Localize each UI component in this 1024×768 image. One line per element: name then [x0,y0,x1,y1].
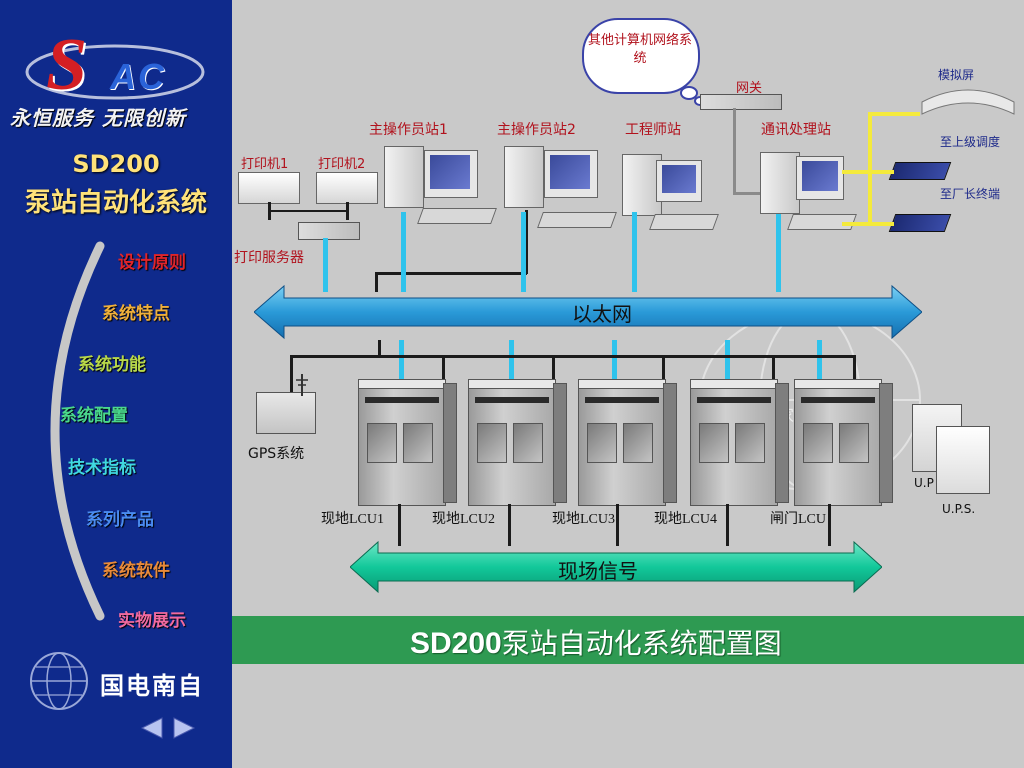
lcu3-field-link [616,504,619,546]
footer-title-band [232,616,1024,664]
comm-right-link [842,170,894,174]
print-server-device [298,222,360,240]
network-cloud [582,18,700,94]
lcu2-field-link [508,504,511,546]
ups-label-2: U.P.S. [942,502,976,516]
gateway-link [733,108,736,194]
antenna-icon [296,374,308,396]
menu-item-system-software[interactable]: 系统软件 [102,561,170,581]
lcu3-label: 现地LCU3 [552,512,615,527]
footer-title-bold: SD200 [410,627,502,660]
slogan: 永恒服务 无限创新 [10,106,186,130]
menu-item-technical-specs[interactable]: 技术指标 [68,458,136,478]
footer-title: SD200泵站自动化系统配置图 [410,622,782,662]
globe-icon [30,652,88,710]
company-name: 国电南自 [100,672,204,700]
lower-bus-line [290,355,293,395]
operator1-ethernet-link [401,212,406,292]
comm-right-link [868,112,920,116]
upper-bus-line [525,210,528,274]
manager-terminal-label: 至厂长终端 [940,187,1001,201]
upper-dispatch-label: 至上级调度 [940,135,1001,149]
gateway-link [733,192,763,195]
gate-lcu-field-link [828,504,831,546]
engineer-ethernet-link [632,212,637,292]
footer-title-rest: 泵站自动化系统配置图 [501,627,782,660]
menu-item-design-principles[interactable]: 设计原则 [118,253,186,273]
lcu3-ethernet-link [612,340,617,388]
lower-bus-line [442,355,445,385]
station-label-operator1: 主操作员站1 [369,122,448,138]
cloud-label: 其他计算机网络系统 [587,33,692,66]
gateway-device [700,94,782,110]
station-label-operator2: 主操作员站2 [497,122,576,138]
print-server-label: 打印服务器 [234,250,304,266]
lower-bus-line [662,355,665,385]
menu-item-system-features[interactable]: 系统特点 [102,304,170,324]
lcu4-label: 现地LCU4 [654,512,717,527]
printer-2 [316,172,378,204]
sim-panel-icon [921,89,1015,115]
logo-letter-s: S [46,24,88,106]
ups-label-1: U.P [914,476,934,490]
modem-upper-dispatch [888,162,952,180]
ethernet-band [254,284,922,340]
sidebar: S AC 永恒服务 无限创新 SD200 泵站自动化系统 设计原则 系统特点 系… [0,0,232,768]
ethernet-label: 以太网 [572,302,632,326]
lower-bus-line [853,355,856,385]
lower-bus-line [772,355,775,385]
printer-link [268,210,348,212]
field-signal-band [350,540,882,594]
product-title-line2: 泵站自动化系统 [24,188,207,218]
gate-lcu-cabinet [794,379,893,506]
lcu2-label: 现地LCU2 [432,512,495,527]
lcu3-cabinet [578,379,677,506]
product-title-line1: SD200 [72,150,160,178]
station-label-comm: 通讯处理站 [761,122,831,138]
field-signal-label: 现场信号 [558,559,638,583]
prev-arrow-icon[interactable] [140,716,164,740]
lcu2-ethernet-link [509,340,514,388]
logo-swoosh [25,44,205,100]
lcu4-ethernet-link [725,340,730,388]
cloud-bubble [680,86,698,100]
gate-lcu-label: 闸门LCU [770,512,826,527]
lower-bus-line [378,340,381,358]
sac-logo: S AC [20,28,210,106]
lcu1-label: 现地LCU1 [321,512,384,527]
station-label-engineer: 工程师站 [625,122,681,138]
upper-bus-line [375,272,527,275]
comm-right-link [868,112,872,224]
printer-label-1: 打印机1 [241,157,289,172]
gateway-label: 网关 [736,81,763,96]
lcu2-cabinet [468,379,567,506]
menu-item-system-configuration[interactable]: 系统配置 [60,406,128,426]
gate-lcu-ethernet-link [817,340,822,388]
gps-label: GPS系统 [248,446,305,462]
next-arrow-icon[interactable] [172,716,196,740]
lcu4-cabinet [690,379,789,506]
menu-arc [50,241,105,621]
lower-bus-line [552,355,555,385]
lower-bus-line [290,355,856,358]
print-server-ethernet-link [323,238,328,292]
gps-device [256,392,316,434]
operator2-ethernet-link [521,212,526,292]
lcu1-ethernet-link [399,340,404,388]
comm-right-link [842,222,894,226]
lcu4-field-link [726,504,729,546]
printer-label-2: 打印机2 [318,157,366,172]
printer-1 [238,172,300,204]
menu-item-system-functions[interactable]: 系统功能 [78,355,146,375]
modem-manager-terminal [888,214,952,232]
ups-unit-2 [936,426,990,494]
upper-bus-line [375,272,378,292]
lcu1-field-link [398,504,401,546]
sim-panel-label: 模拟屏 [938,68,975,82]
lcu1-cabinet [358,379,457,506]
menu-item-product-showcase[interactable]: 实物展示 [118,611,186,631]
logo-letters-ac: AC [110,56,166,97]
menu-item-product-series[interactable]: 系列产品 [86,510,154,530]
comm-ethernet-link [776,214,781,292]
